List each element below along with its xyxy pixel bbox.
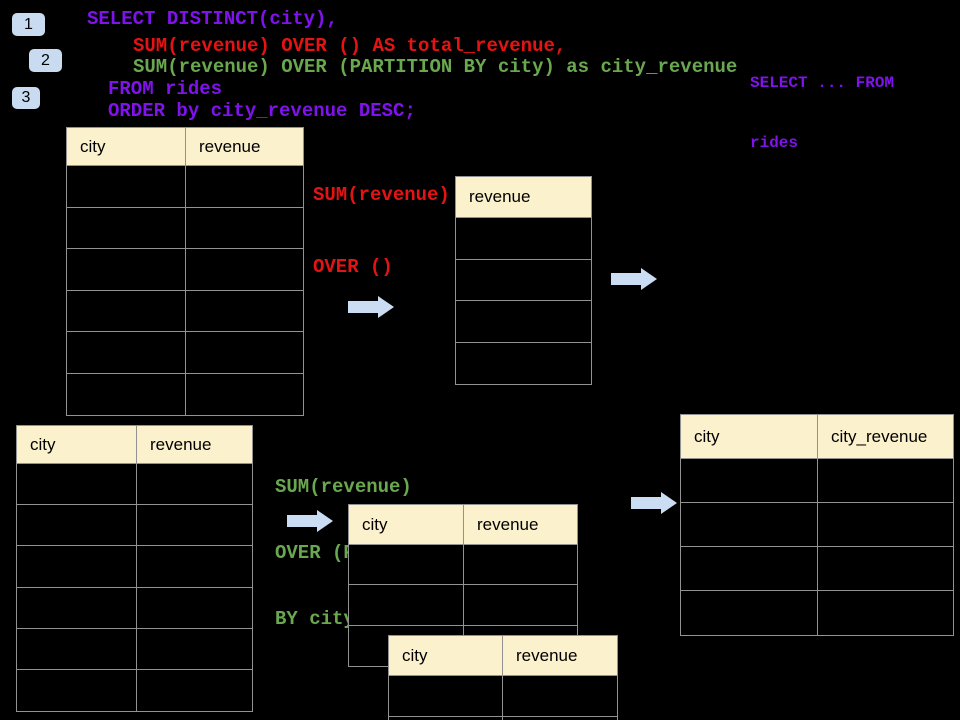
header-city: city xyxy=(67,128,186,166)
arrow-right-icon xyxy=(287,510,333,532)
empty-cell xyxy=(681,547,818,591)
empty-cell xyxy=(17,669,137,711)
arrow-head xyxy=(641,268,657,290)
step-badge-2: 2 xyxy=(29,49,62,72)
empty-cell xyxy=(17,628,137,670)
sql-line-from: FROM rides xyxy=(108,78,223,100)
table-source-top: city revenue xyxy=(66,127,304,416)
empty-cell xyxy=(137,464,252,506)
sql-line-select: SELECT DISTINCT(city), xyxy=(87,8,338,30)
empty-cell xyxy=(681,459,818,503)
header-city: city xyxy=(681,415,818,459)
annotation-over-partition-line1: SUM(revenue) xyxy=(275,476,412,498)
empty-cell xyxy=(681,503,818,547)
table-total-revenue-result: revenue xyxy=(455,176,592,385)
header-revenue: revenue xyxy=(456,177,591,218)
arrow-right-icon xyxy=(611,268,657,290)
arrow-right-icon xyxy=(631,492,677,514)
empty-cell xyxy=(186,332,303,374)
sql-line-city-revenue: SUM(revenue) OVER (PARTITION BY city) as… xyxy=(133,56,738,78)
empty-cell xyxy=(137,628,252,670)
empty-cell xyxy=(456,342,591,384)
empty-cell xyxy=(464,585,577,626)
table-partition-front: city revenue xyxy=(388,635,618,720)
empty-cell xyxy=(464,545,577,586)
empty-cell xyxy=(137,546,252,588)
empty-cell xyxy=(17,505,137,547)
sql-line-order: ORDER by city_revenue DESC; xyxy=(108,100,416,122)
empty-cell xyxy=(137,505,252,547)
empty-cell xyxy=(67,207,186,249)
empty-cell xyxy=(186,290,303,332)
empty-cell xyxy=(349,545,464,586)
arrow-shaft xyxy=(611,273,641,285)
sql-line-total-revenue: SUM(revenue) OVER () AS total_revenue, xyxy=(133,35,567,57)
empty-cell xyxy=(681,591,818,635)
empty-cell xyxy=(67,373,186,415)
empty-cell xyxy=(818,547,953,591)
empty-cell xyxy=(503,676,617,717)
empty-cell xyxy=(17,546,137,588)
arrow-right-icon xyxy=(348,296,394,318)
empty-cell xyxy=(389,676,503,717)
annotation-over-all-line1: SUM(revenue) xyxy=(313,184,450,206)
table-city-revenue-result: city city_revenue xyxy=(680,414,954,636)
empty-cell xyxy=(67,332,186,374)
from-note-line2: rides xyxy=(750,134,799,152)
empty-cell xyxy=(503,717,617,720)
empty-cell xyxy=(818,459,953,503)
empty-cell xyxy=(456,301,591,343)
empty-cell xyxy=(389,717,503,720)
from-rides-note: SELECT ... FROM rides xyxy=(750,33,894,193)
empty-cell xyxy=(186,166,303,208)
empty-cell xyxy=(186,373,303,415)
empty-cell xyxy=(137,669,252,711)
empty-cell xyxy=(67,166,186,208)
empty-cell xyxy=(186,249,303,291)
empty-cell xyxy=(137,587,252,629)
arrow-head xyxy=(378,296,394,318)
arrow-shaft xyxy=(348,301,378,313)
empty-cell xyxy=(456,218,591,260)
empty-cell xyxy=(17,587,137,629)
empty-cell xyxy=(67,290,186,332)
empty-cell xyxy=(456,259,591,301)
annotation-over-all: SUM(revenue) OVER () xyxy=(313,135,450,327)
annotation-over-all-line2: OVER () xyxy=(313,256,393,278)
empty-cell xyxy=(349,585,464,626)
header-city-revenue: city_revenue xyxy=(818,415,953,459)
table-source-bottom: city revenue xyxy=(16,425,253,712)
step-badge-3: 3 xyxy=(12,87,40,109)
arrow-shaft xyxy=(287,515,317,527)
header-revenue: revenue xyxy=(137,426,252,464)
empty-cell xyxy=(67,249,186,291)
from-note-line1: SELECT ... FROM xyxy=(750,74,895,92)
arrow-head xyxy=(661,492,677,514)
arrow-shaft xyxy=(631,497,661,509)
empty-cell xyxy=(818,503,953,547)
step-badge-1: 1 xyxy=(12,13,45,36)
empty-cell xyxy=(186,207,303,249)
header-city: city xyxy=(389,636,503,676)
arrow-head xyxy=(317,510,333,532)
header-revenue: revenue xyxy=(186,128,303,166)
header-city: city xyxy=(17,426,137,464)
header-revenue: revenue xyxy=(503,636,617,676)
empty-cell xyxy=(818,591,953,635)
header-revenue: revenue xyxy=(464,505,577,545)
header-city: city xyxy=(349,505,464,545)
empty-cell xyxy=(17,464,137,506)
